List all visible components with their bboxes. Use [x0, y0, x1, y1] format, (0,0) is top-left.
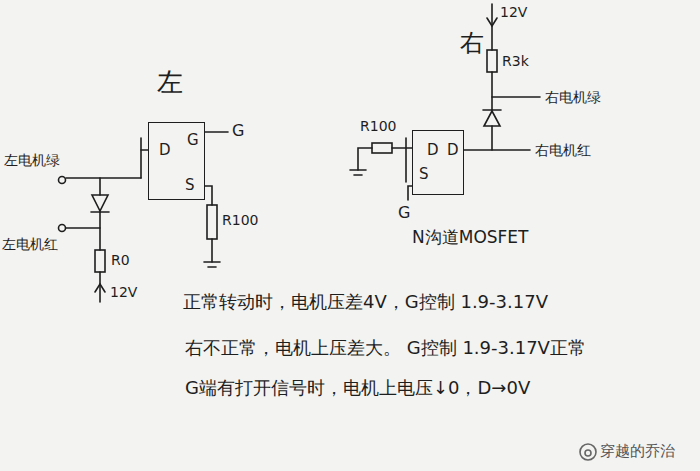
wire — [99, 212, 101, 250]
note-text: 正常转动时，电机压差4V，G控制 1.9-3.17V — [183, 292, 548, 313]
pin-label: G — [187, 133, 199, 148]
resistor-symbol — [372, 143, 392, 153]
channel-mark — [405, 138, 407, 182]
wire — [99, 272, 101, 302]
terminal-label: 左电机绿 — [4, 152, 60, 168]
pin-label: S — [419, 167, 429, 182]
wire — [205, 131, 228, 133]
terminal — [59, 225, 66, 232]
mosfet-symbol: D G S — [148, 122, 205, 200]
wire — [492, 96, 540, 98]
wire — [464, 149, 530, 151]
resistor-symbol — [95, 250, 105, 272]
resistor-symbol — [207, 205, 217, 239]
pin-label: D — [427, 143, 439, 158]
mosfet-symbol: DSD — [412, 130, 464, 195]
pin-label: D — [447, 143, 459, 158]
supply-arrow — [95, 284, 105, 292]
wire — [66, 227, 100, 229]
watermark-icon — [585, 450, 591, 456]
diode-symbol — [92, 195, 108, 211]
wire — [99, 178, 101, 195]
watermark: 穿越的乔治 — [600, 443, 675, 460]
supply-arrow — [487, 18, 497, 26]
terminal-label: 右电机绿 — [545, 89, 601, 105]
pin-label: G — [232, 122, 244, 140]
section-heading: 左 — [157, 68, 183, 98]
resistor-symbol — [487, 50, 497, 72]
diode-symbol — [484, 111, 500, 126]
wire — [141, 149, 148, 151]
terminal-label: 右电机红 — [535, 142, 591, 158]
wire — [392, 147, 412, 149]
resistor-label: R100 — [360, 118, 396, 134]
terminal-label: 左电机红 — [2, 236, 58, 252]
wire — [358, 148, 372, 170]
wire — [211, 239, 213, 262]
voltage-label: 12V — [110, 284, 137, 300]
voltage-label: 12V — [500, 4, 527, 20]
ground-symbol — [208, 266, 216, 268]
ground-symbol — [204, 261, 220, 263]
pin-label: S — [185, 178, 195, 193]
resistor-label: R100 — [222, 212, 258, 228]
wire — [491, 126, 493, 150]
wire — [491, 72, 493, 110]
channel-mark — [140, 138, 142, 178]
watermark-icon — [580, 444, 596, 460]
resistor-label: R0 — [111, 252, 130, 268]
resistor-label: R3k — [502, 53, 529, 69]
device-caption: N沟道MOSFET — [412, 228, 528, 248]
wire — [66, 177, 141, 179]
pin-label: G — [398, 204, 410, 222]
pin-label: D — [159, 143, 171, 158]
ground-symbol — [354, 174, 362, 176]
section-heading: 右 — [460, 30, 484, 58]
wire — [205, 186, 212, 205]
terminal — [59, 177, 66, 184]
ground-symbol — [350, 169, 366, 171]
note-text: G端有打开信号时，电机上电压↓0，D→0V — [185, 378, 530, 399]
note-text: 右不正常，电机上压差大。 G控制 1.9-3.17V正常 — [185, 338, 586, 359]
